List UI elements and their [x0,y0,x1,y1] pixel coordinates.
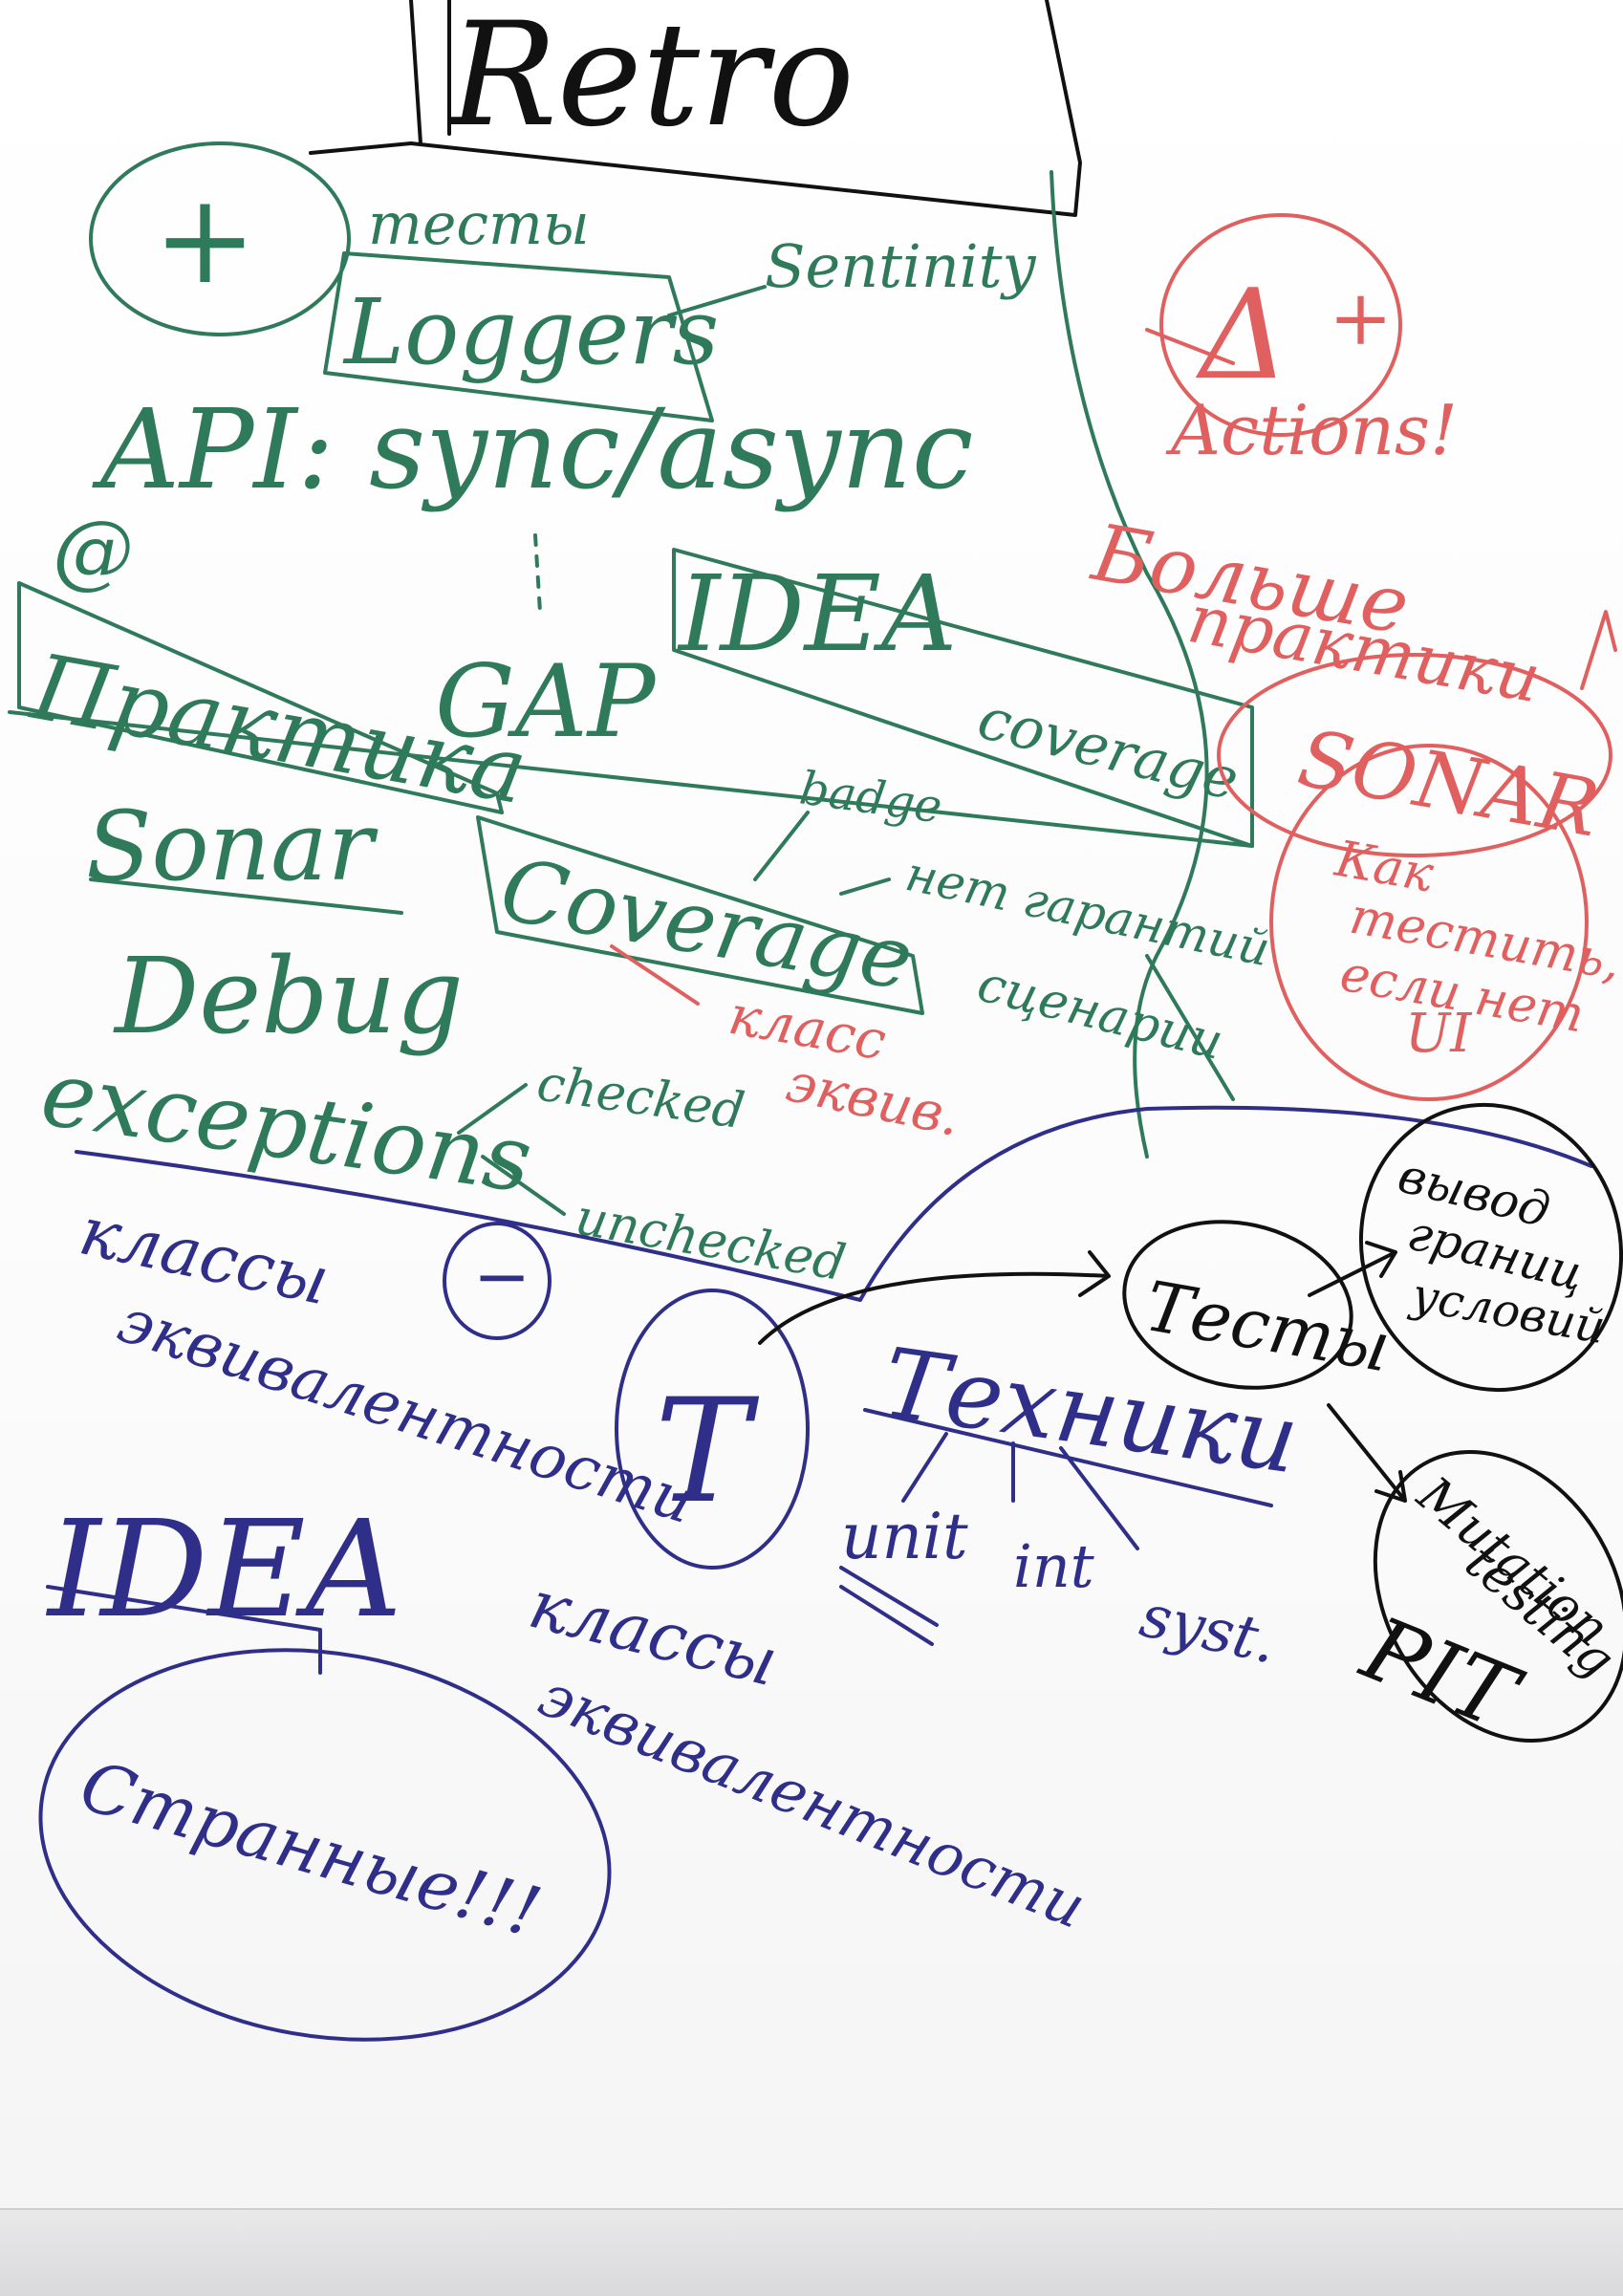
title-retro: Retro [446,0,855,159]
t-letter: T [655,1369,760,1535]
arrow-to-mutation [1327,1403,1407,1503]
mutation-oval [1373,1450,1623,1743]
loggers-label: Loggers [342,280,719,385]
scenarii-label: сценарии [972,955,1228,1072]
minus-sign: − [473,1236,530,1316]
arrow-to-tests [758,1250,1111,1345]
vyvod-oval [1358,1102,1623,1393]
sentinel-label: Sentinity [765,231,1037,301]
coverage-label: Coverage [493,839,920,1010]
board-edge [0,2208,1623,2296]
testy-oval [1122,1220,1353,1390]
actions-label: Actions! [1165,390,1458,470]
debug-label: Debug [113,935,464,1057]
sonar-red-label: SONAR [1292,713,1606,855]
net-garantiy-label: нет гарантий [901,846,1275,977]
loggers-box [323,251,714,422]
strannye-label: Странные!!! [72,1745,549,1953]
plus-sign: + [153,166,257,312]
api-label: API: sync/async [92,386,973,514]
unchecked-label: unchecked [572,1189,850,1293]
syst-label: syst. [1135,1580,1283,1677]
minus-circle [443,1222,552,1340]
exceptions-label: exceptions [35,1041,538,1214]
title-frame: Retro [309,0,1082,217]
gap-label: GAP [435,643,658,760]
checked-label: checked [533,1054,747,1140]
idea-label: IDEA [677,552,957,675]
strannye-oval [38,1648,612,2042]
t-oval [615,1289,810,1570]
kak-oval [1269,744,1589,1101]
idea-coverage-label: coverage [971,685,1244,814]
blue-divider-line [75,1105,1593,1302]
ekvivalentnosti2-label: эквивалентности [530,1659,1094,1942]
klassy-label: классы [73,1191,335,1320]
red-plus-sign: + [1329,273,1393,362]
unit-label: unit [841,1500,968,1573]
praktika-box [17,581,504,814]
idea-blue-label: IDEA [45,1492,402,1648]
at-sign: @ [53,504,134,598]
delta-plus-circle [1159,213,1402,437]
ui-label: UI [1405,1003,1473,1065]
badge-label: badge [796,761,945,834]
sonar-red-oval [1217,653,1612,857]
arrow-to-vyvod [1308,1241,1397,1297]
plus-circle [89,141,351,336]
delta-sign: Δ [1195,262,1289,407]
tests-label: тесты [368,191,590,258]
divider-curve [1050,170,1209,1159]
int-label: int [1013,1531,1094,1601]
coverage-box [476,815,924,1015]
red-notes: Δ + Actions! Больше практики SONAR Как т… [610,213,1623,1149]
sonar-green-label: Sonar [86,791,379,902]
